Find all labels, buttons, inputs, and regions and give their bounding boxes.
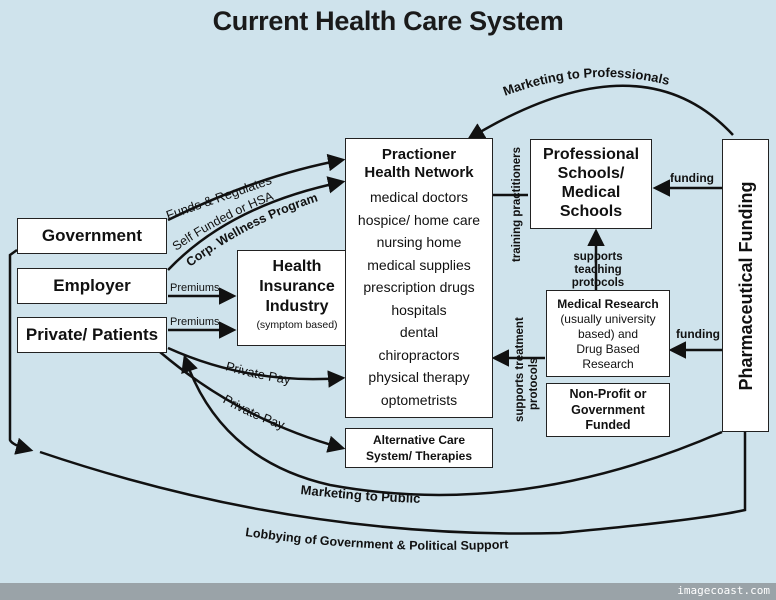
arrow-funds-regulates — [167, 153, 346, 222]
practitioner-item: medical supplies — [367, 256, 471, 273]
label-marketing-professionals: Marketing to Professionals — [501, 65, 671, 99]
arrow-private-pay-2 — [159, 351, 346, 453]
label-funding-bottom: funding — [676, 327, 720, 341]
box-pharmaceutical-funding: Pharmaceutical Funding — [722, 139, 769, 432]
professional-schools-line-1: Professional — [542, 146, 640, 163]
non-profit-line-3: Funded — [585, 418, 631, 432]
label-training-practitioners: training practitioners — [511, 147, 523, 262]
label-supports-teaching-3: protocols — [572, 277, 624, 289]
practitioner-item: physical therapy — [368, 369, 470, 385]
non-profit-line-2: Government — [571, 402, 645, 417]
alternative-care-line-1: Alternative Care — [372, 433, 466, 447]
box-professional-schools: Professional Schools/ Medical Schools — [530, 139, 652, 229]
health-insurance-line-3: Industry — [265, 298, 329, 315]
label-supports-treatment-1: supports treatment — [514, 317, 526, 422]
practitioner-item: prescription drugs — [363, 279, 475, 295]
box-government: Government — [17, 218, 167, 254]
footer-bar: imagecoast.com — [0, 583, 776, 600]
health-insurance-line-1: Health — [272, 258, 322, 275]
practitioner-item: optometrists — [380, 391, 458, 408]
label-supports-teaching-1: supports — [573, 251, 622, 263]
label-premiums-private: Premiums — [170, 316, 220, 328]
professional-schools-line-2: Schools/ — [557, 165, 625, 182]
medical-research-title: Medical Research — [557, 297, 659, 311]
page-title: Current Health Care System — [212, 6, 564, 36]
non-profit-line-1: Non-Profit or — [569, 387, 647, 401]
label-supports-teaching-2: teaching — [574, 264, 621, 276]
label-supports-treatment-2: protocols — [528, 358, 540, 410]
label-lobbying: Lobbying of Government & Political Suppo… — [245, 525, 510, 553]
pharmaceutical-label: Pharmaceutical Funding — [735, 180, 756, 391]
box-private-patients: Private/ Patients — [17, 317, 167, 353]
private-patients-label: Private/ Patients — [25, 325, 159, 344]
professional-schools-line-3: Medical — [561, 184, 621, 201]
health-insurance-line-2: Insurance — [259, 278, 335, 295]
practitioner-item: dental — [399, 324, 439, 340]
label-funding-top: funding — [670, 171, 714, 185]
box-non-profit: Non-Profit or Government Funded — [546, 383, 670, 437]
medical-research-line: (usually university — [560, 312, 656, 326]
practitioner-item: nursing home — [376, 234, 462, 250]
practitioner-item: medical doctors — [369, 189, 469, 205]
label-premiums-employer: Premiums — [170, 282, 220, 294]
arrow-lobbying — [39, 432, 747, 535]
label-private-pay-2: Private Pay — [221, 392, 287, 433]
practitioner-title-2: Health Network — [364, 164, 474, 181]
watermark: imagecoast.com — [677, 584, 770, 597]
box-practitioner-network: Practioner Health Network medical doctor… — [345, 138, 493, 418]
practitioner-item: chiropractors — [378, 346, 460, 363]
medical-research-line: Drug Based — [576, 342, 640, 356]
line-government-down — [8, 248, 34, 455]
alternative-care-line-2: System/ Therapies — [365, 449, 473, 463]
arrow-marketing-professionals — [467, 84, 734, 140]
box-alternative-care: Alternative Care System/ Therapies — [345, 428, 493, 468]
medical-research-line: Research — [582, 357, 634, 371]
practitioner-item: hospice/ home care — [357, 211, 481, 228]
box-health-insurance: Health Insurance Industry (symptom based… — [237, 250, 357, 346]
professional-schools-line-4: Schools — [559, 203, 623, 220]
practitioner-title-1: Practioner — [381, 146, 457, 163]
label-marketing-public: Marketing to Public — [300, 482, 421, 506]
health-insurance-sub: (symptom based) — [256, 319, 338, 331]
box-medical-research: Medical Research (usually university bas… — [546, 290, 670, 377]
government-label: Government — [41, 226, 143, 245]
label-private-pay-1: Private Pay — [224, 358, 292, 387]
box-employer: Employer — [17, 268, 167, 304]
practitioner-item: hospitals — [391, 301, 447, 318]
medical-research-line: based) and — [577, 327, 639, 341]
employer-label: Employer — [53, 276, 131, 295]
arrow-self-funded — [167, 176, 346, 271]
arrow-marketing-public — [181, 354, 723, 497]
